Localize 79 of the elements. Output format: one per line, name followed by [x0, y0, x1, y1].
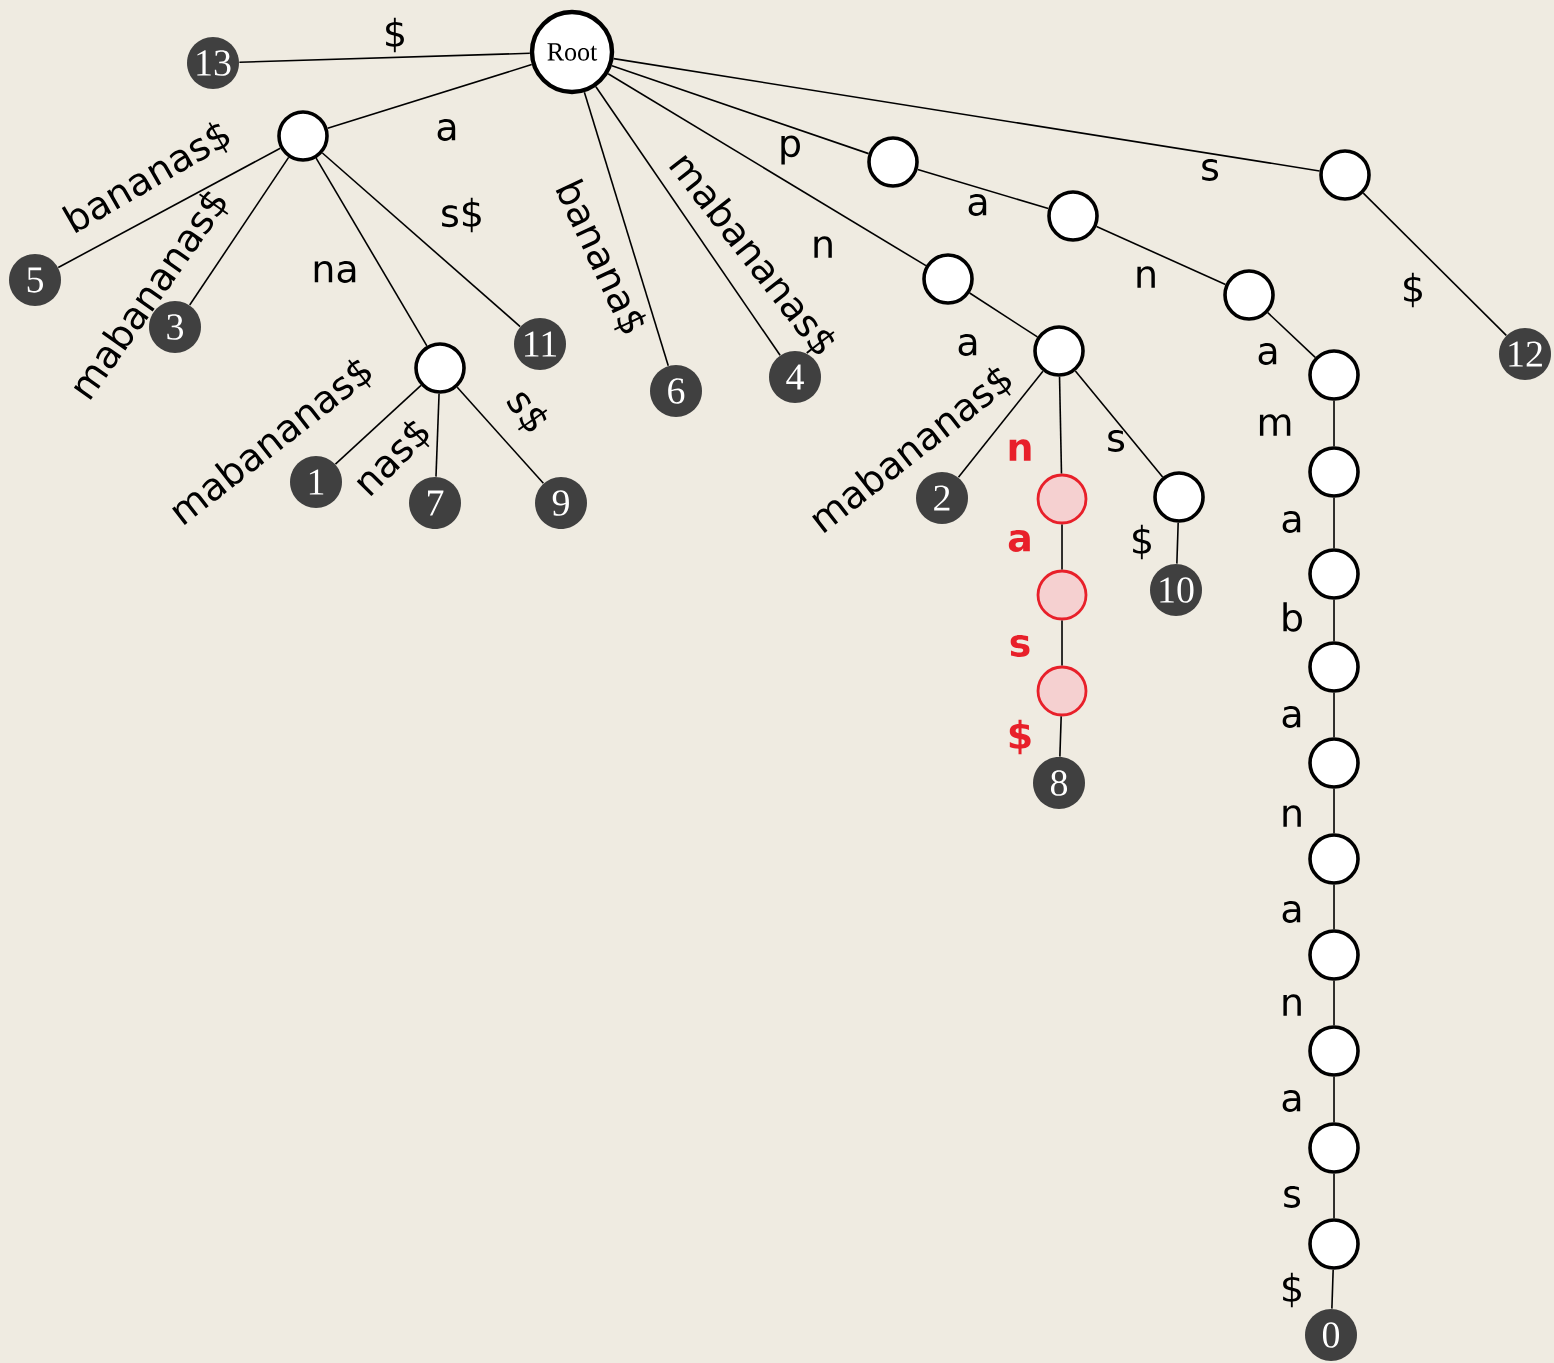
edge-label: a: [968, 194, 987, 216]
tree-edge: [321, 152, 521, 328]
edge-label: s$: [442, 197, 481, 233]
tree-edge: [238, 52, 531, 63]
leaf-node: 10: [1150, 564, 1202, 616]
tree-edge: [1176, 522, 1179, 565]
edge-label: a: [1258, 343, 1277, 365]
tree-edge: [1333, 980, 1335, 1026]
edge-label: a: [1282, 901, 1301, 923]
leaf-node: 6: [650, 365, 702, 417]
tree-edge: [957, 370, 1044, 479]
edge-label: b: [1283, 602, 1302, 632]
leaf-node: 7: [409, 477, 461, 529]
tree-edge: [1074, 370, 1164, 478]
leaf-node: 5: [9, 254, 61, 306]
edge-label: s: [1202, 159, 1219, 181]
tree-edge: [456, 386, 545, 485]
tree-edge: [188, 156, 290, 306]
leaf-node: 11: [514, 318, 566, 370]
internal-node: [922, 253, 974, 305]
edge-label: a: [1282, 1090, 1301, 1112]
tree-edge: [968, 292, 1039, 338]
tree-edge: [595, 86, 781, 357]
tree-edge: [1059, 715, 1062, 758]
tree-edge: [1061, 523, 1063, 571]
tree-edge: [1333, 497, 1335, 549]
edge-label: $: [1133, 524, 1151, 560]
tree-edge: [1333, 1076, 1335, 1123]
tree-edge: [326, 63, 533, 130]
leaf-node: 12: [1499, 328, 1551, 380]
edge-label: a: [1282, 706, 1301, 728]
edge-label: a: [1282, 511, 1301, 533]
tree-edge: [916, 168, 1050, 210]
edge-label: n: [1283, 805, 1301, 827]
edge-label: $: [1404, 272, 1422, 308]
edge-label: $: [386, 17, 404, 53]
tree-edge: [315, 157, 428, 347]
tree-edge: [1333, 884, 1335, 930]
tree-edge: [1267, 311, 1317, 359]
leaf-node: 13: [187, 37, 239, 89]
edge-label: m: [1259, 414, 1291, 436]
leaf-node: 9: [535, 477, 587, 529]
edge-label: a: [958, 334, 977, 356]
tree-edge: [1331, 1269, 1334, 1310]
edge-label: n: [1009, 439, 1031, 461]
tree-edge: [1095, 225, 1227, 286]
leaf-node: 0: [1305, 1309, 1357, 1361]
internal-node: [1047, 190, 1099, 242]
tree-edge: [334, 384, 422, 465]
tree-edge: [611, 64, 870, 155]
tree-edge: [612, 57, 1321, 172]
tree-edge: [1333, 1173, 1335, 1219]
internal-node: [1036, 569, 1088, 621]
edge-label: n: [1283, 994, 1301, 1016]
tree-edge: [1061, 619, 1063, 667]
leaf-node: 8: [1033, 757, 1085, 809]
root-node: Root: [529, 9, 615, 95]
tree-edge: [583, 91, 670, 367]
tree-edge: [1333, 788, 1335, 834]
edge-label: $: [1283, 1272, 1301, 1308]
tree-edge: [607, 73, 927, 267]
edge-label: s: [1010, 635, 1030, 657]
tree-edge: [1333, 692, 1335, 738]
internal-node: [1036, 473, 1088, 525]
edge-label: s$: [506, 392, 548, 432]
edge-label: na: [314, 261, 356, 283]
edge-label: s: [1108, 430, 1125, 452]
edge-label: $: [1009, 719, 1031, 755]
internal-node: [1036, 665, 1088, 717]
tree-edge: [435, 392, 440, 478]
tree-edge: [1333, 599, 1335, 642]
tree-edge: [1362, 192, 1508, 337]
tree-edge: [57, 147, 282, 269]
tree-edge: [1058, 376, 1063, 475]
edge-label: n: [1137, 266, 1155, 288]
internal-node: [1308, 446, 1360, 498]
edge-label: a: [437, 119, 456, 141]
edge-label: s: [1284, 1186, 1301, 1208]
tree-edge: [1333, 400, 1335, 447]
